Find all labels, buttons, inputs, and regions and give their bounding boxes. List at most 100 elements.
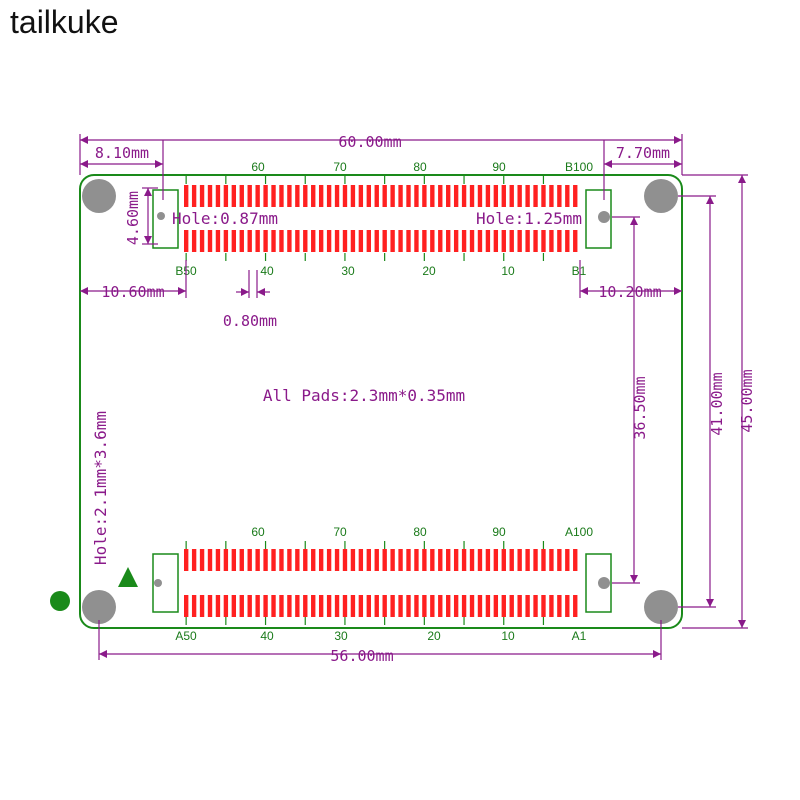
pad bbox=[231, 230, 237, 252]
pad bbox=[239, 185, 244, 207]
pad bbox=[231, 185, 237, 207]
pad bbox=[549, 549, 554, 571]
pad bbox=[303, 595, 308, 617]
pad bbox=[390, 549, 395, 571]
pad bbox=[414, 549, 419, 571]
pad bbox=[255, 230, 260, 252]
pad bbox=[239, 549, 244, 571]
dimension-lines bbox=[79, 134, 748, 660]
pad bbox=[358, 595, 364, 617]
pad bbox=[485, 185, 491, 207]
connector-b-left-boss bbox=[152, 189, 179, 249]
pad bbox=[263, 549, 268, 571]
pad bbox=[501, 185, 506, 207]
pad bbox=[422, 595, 427, 617]
pad bbox=[541, 185, 546, 207]
pad bbox=[533, 595, 538, 617]
pad bbox=[318, 185, 324, 207]
pad bbox=[382, 549, 387, 571]
pad bbox=[430, 595, 435, 617]
b-label-20: 20 bbox=[422, 264, 436, 278]
pad bbox=[255, 595, 260, 617]
pad bbox=[430, 549, 435, 571]
pad bbox=[342, 549, 348, 571]
pad bbox=[215, 549, 221, 571]
pad bbox=[287, 185, 292, 207]
dim-36-50: 36.50mm bbox=[631, 376, 649, 439]
mount-hole-label: Hole:2.1mm*3.6mm bbox=[91, 411, 110, 565]
brand-watermark: tailkuke bbox=[10, 4, 119, 40]
connector-a-bottom-pads bbox=[184, 595, 578, 625]
pad bbox=[318, 549, 324, 571]
pad bbox=[263, 185, 268, 207]
pad bbox=[199, 230, 205, 252]
pad bbox=[191, 230, 197, 252]
pad bbox=[461, 185, 467, 207]
pad bbox=[390, 595, 395, 617]
pad bbox=[557, 549, 562, 571]
pad bbox=[509, 549, 514, 571]
a-label-30: 30 bbox=[334, 629, 348, 643]
pad bbox=[485, 549, 491, 571]
pad bbox=[342, 185, 348, 207]
pad bbox=[382, 230, 387, 252]
pad bbox=[509, 595, 514, 617]
pad bbox=[398, 549, 403, 571]
a-label-40: 40 bbox=[260, 629, 274, 643]
pad bbox=[350, 595, 356, 617]
pad bbox=[271, 185, 276, 207]
pad bbox=[191, 549, 197, 571]
pad bbox=[517, 595, 522, 617]
dim-all-pads: All Pads:2.3mm*0.35mm bbox=[263, 386, 465, 405]
connector-a-labels: 60 70 80 90 A100 A50 40 30 20 10 A1 bbox=[175, 525, 593, 643]
pad bbox=[390, 185, 395, 207]
pad bbox=[517, 185, 522, 207]
connector-b-right-hole bbox=[598, 211, 610, 223]
board-outline bbox=[79, 174, 683, 629]
pad bbox=[565, 185, 570, 207]
pad bbox=[469, 595, 475, 617]
pad bbox=[326, 230, 332, 252]
b-label-80: 80 bbox=[413, 160, 427, 174]
dimension-arrowheads bbox=[80, 136, 746, 658]
pad bbox=[525, 230, 530, 252]
pad bbox=[509, 230, 514, 252]
pad bbox=[390, 230, 395, 252]
a-label-50: A50 bbox=[175, 629, 197, 643]
pin1-triangle-icon bbox=[118, 567, 138, 587]
dim-45-00: 45.00mm bbox=[738, 369, 756, 432]
a-label-100: A100 bbox=[565, 525, 593, 539]
b-label-60: 60 bbox=[251, 160, 265, 174]
pad bbox=[303, 549, 308, 571]
pad bbox=[374, 595, 379, 617]
pad bbox=[461, 595, 467, 617]
pad bbox=[311, 230, 316, 252]
pad bbox=[573, 595, 578, 617]
pad bbox=[295, 549, 300, 571]
connector-a-left-boss bbox=[152, 553, 179, 613]
pad bbox=[549, 185, 554, 207]
b-label-30: 30 bbox=[341, 264, 355, 278]
pad bbox=[573, 549, 578, 571]
pad bbox=[509, 185, 514, 207]
pad bbox=[422, 549, 427, 571]
pad bbox=[334, 549, 340, 571]
pad bbox=[446, 230, 451, 252]
pad bbox=[326, 549, 332, 571]
connector-a-right-hole bbox=[598, 577, 610, 589]
pad bbox=[247, 595, 252, 617]
pad bbox=[493, 595, 499, 617]
pad bbox=[311, 595, 316, 617]
pad bbox=[422, 230, 427, 252]
pad bbox=[453, 185, 459, 207]
pad bbox=[247, 185, 252, 207]
pad bbox=[223, 230, 229, 252]
pad bbox=[318, 595, 324, 617]
pad bbox=[231, 595, 237, 617]
a-label-60: 60 bbox=[251, 525, 265, 539]
b-label-70: 70 bbox=[333, 160, 347, 174]
pad bbox=[453, 230, 459, 252]
pad bbox=[366, 595, 371, 617]
connector-b-top-pads bbox=[184, 176, 578, 207]
pad bbox=[541, 595, 546, 617]
